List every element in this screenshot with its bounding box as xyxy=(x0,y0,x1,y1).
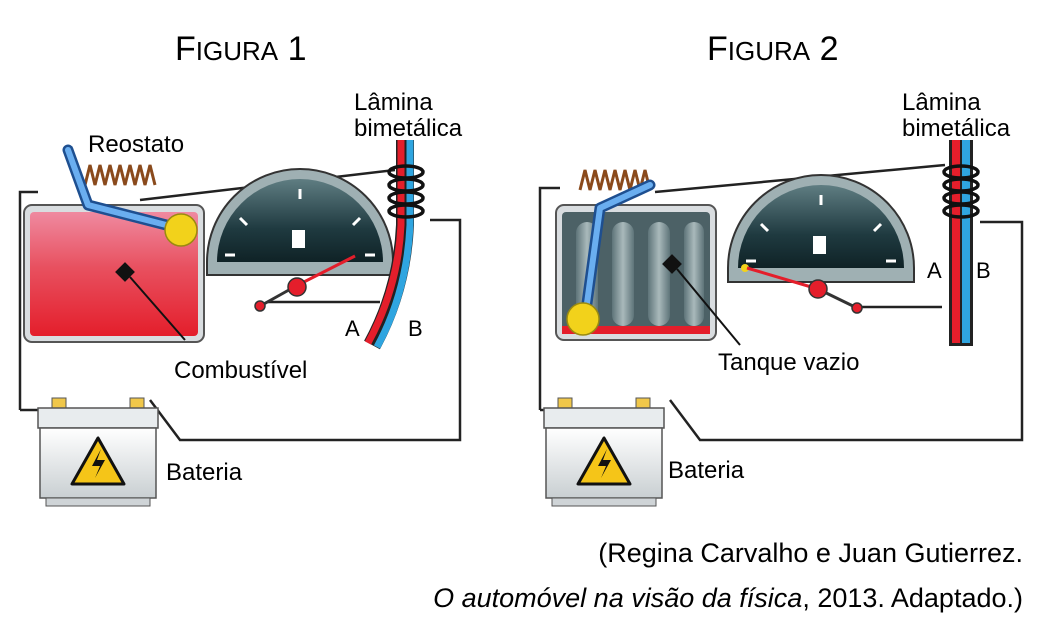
rheostat-coil xyxy=(83,164,157,186)
battery-label: Bateria xyxy=(166,459,243,486)
rheostat-arm xyxy=(579,179,656,324)
figure-1-title: FIGURA 1 xyxy=(175,30,307,68)
strip-label-line1: Lâmina xyxy=(354,89,433,116)
battery-label: Bateria xyxy=(668,457,745,484)
strip-side-b-label: B xyxy=(976,258,991,283)
strip-side-b-label: B xyxy=(408,316,423,341)
strip-side-a-label: A xyxy=(345,316,360,341)
strip-side-a-label: A xyxy=(927,258,942,283)
source-details: , 2013. Adaptado.) xyxy=(802,583,1023,613)
strip-label-line2: bimetálica xyxy=(902,115,1011,142)
float xyxy=(164,213,198,247)
bimetallic-strip xyxy=(949,140,973,346)
book-title: O automóvel na visão da física xyxy=(433,583,803,613)
fuel-label: Combustível xyxy=(174,357,307,384)
fuel-tank xyxy=(23,204,205,343)
fuel-pump-icon xyxy=(813,236,826,254)
battery xyxy=(543,397,665,507)
source-caption-line-1: (Regina Carvalho e Juan Gutierrez. xyxy=(598,538,1023,568)
figure-2-title: FIGURA 2 xyxy=(707,30,839,68)
rheostat-label: Reostato xyxy=(88,131,184,158)
strip-label-line2: bimetálica xyxy=(354,115,463,142)
rheostat-coil xyxy=(578,169,652,191)
rheostat-arm xyxy=(62,144,184,234)
source-caption-line-2: O automóvel na visão da física, 2013. Ad… xyxy=(433,583,1023,614)
figure-2: FIGURA 2 xyxy=(538,30,1024,507)
float xyxy=(566,302,600,336)
heating-coil xyxy=(942,164,980,219)
empty-tank-label: Tanque vazio xyxy=(718,349,859,376)
heating-coil xyxy=(387,164,425,219)
battery xyxy=(37,397,159,507)
bimetallic-strip xyxy=(364,140,414,350)
fuel-level-marker xyxy=(115,262,186,341)
fuel-gauge xyxy=(206,168,394,312)
fuel-gauge xyxy=(727,174,915,314)
figure-1: FIGURA 1 xyxy=(18,30,463,507)
empty-level-marker xyxy=(662,254,741,346)
strip-label-line1: Lâmina xyxy=(902,89,981,116)
fuel-pump-icon xyxy=(292,230,305,248)
